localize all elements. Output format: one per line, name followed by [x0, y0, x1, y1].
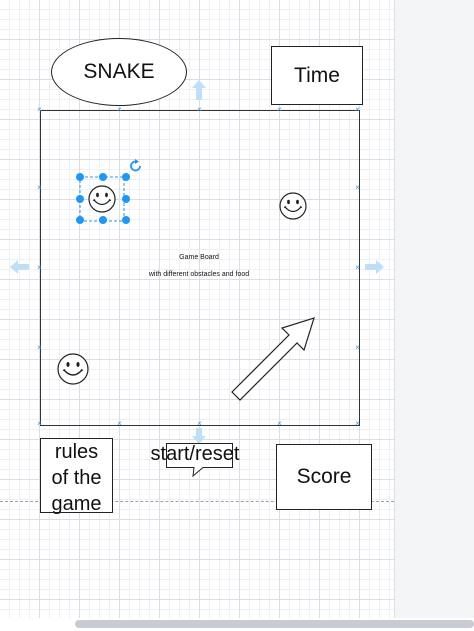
arrow-left-icon	[10, 260, 29, 274]
connection-point[interactable]: ×	[37, 183, 42, 192]
resize-handle[interactable]	[99, 216, 107, 224]
resize-handle[interactable]	[99, 173, 107, 181]
game-board[interactable]	[40, 110, 360, 426]
arrow-up-icon	[192, 80, 206, 100]
callout-shape[interactable]	[166, 443, 238, 483]
horizontal-scrollbar[interactable]	[75, 620, 474, 628]
connection-point[interactable]: ×	[37, 263, 42, 272]
connection-point[interactable]: ×	[37, 105, 42, 114]
rotate-icon[interactable]	[129, 159, 143, 173]
snake-title-label: SNAKE	[83, 60, 155, 83]
score-box[interactable]: Score	[276, 444, 372, 510]
resize-handle[interactable]	[122, 195, 130, 203]
rules-line: game	[51, 493, 102, 515]
connection-point[interactable]: ×	[355, 343, 360, 352]
time-label: Time	[294, 63, 340, 87]
connection-point[interactable]: ×	[117, 419, 122, 428]
connection-point[interactable]: ×	[197, 105, 202, 114]
resize-handle[interactable]	[122, 216, 130, 224]
connection-point[interactable]: ×	[117, 105, 122, 114]
game-board-title: Game Board	[179, 254, 219, 261]
connection-point[interactable]: ×	[355, 263, 360, 272]
smiley-icon[interactable]	[87, 184, 117, 214]
smiley-icon[interactable]	[56, 352, 90, 386]
connection-point[interactable]: ×	[37, 419, 42, 428]
smiley-icon[interactable]	[278, 191, 308, 221]
snake-title-shape[interactable]: SNAKE	[51, 38, 187, 106]
connection-point[interactable]: ×	[277, 105, 282, 114]
resize-handle[interactable]	[76, 173, 84, 181]
arrow-down-icon	[192, 428, 206, 444]
arrow-icon[interactable]	[228, 312, 328, 412]
resize-handle[interactable]	[76, 216, 84, 224]
game-board-subtitle: with different obstacles and food	[148, 271, 250, 278]
score-label: Score	[296, 465, 352, 488]
rules-box[interactable]: rules of the game	[40, 438, 113, 515]
time-box[interactable]: Time	[271, 46, 363, 105]
resize-handle[interactable]	[76, 195, 84, 203]
rules-line: rules	[54, 441, 99, 463]
connection-point[interactable]: ×	[355, 183, 360, 192]
connection-point[interactable]: ×	[197, 419, 202, 428]
arrow-right-icon	[365, 260, 384, 274]
canvas-gutter	[394, 0, 474, 618]
connection-point[interactable]: ×	[37, 343, 42, 352]
connection-point[interactable]: ×	[355, 105, 360, 114]
page-break-line	[0, 501, 394, 502]
connection-point[interactable]: ×	[277, 419, 282, 428]
resize-handle[interactable]	[122, 173, 130, 181]
start-reset-label[interactable]: start/reset	[150, 443, 240, 465]
rules-text: rules of the game	[51, 439, 101, 517]
rules-line: of the	[51, 467, 102, 489]
connection-point[interactable]: ×	[355, 419, 360, 428]
